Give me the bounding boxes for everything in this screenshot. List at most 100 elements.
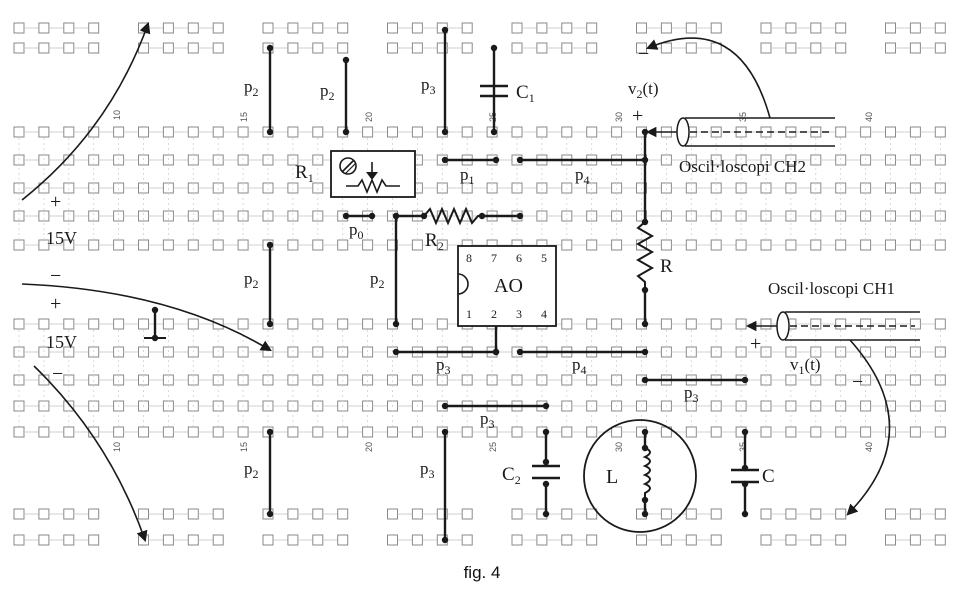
breadboard-hole bbox=[262, 534, 274, 546]
breadboard-hole bbox=[835, 42, 847, 54]
column-number: 10 bbox=[112, 110, 122, 120]
label-minus-ch1: − bbox=[852, 371, 863, 393]
wire-endpoint bbox=[641, 320, 649, 328]
breadboard-hole bbox=[38, 126, 50, 138]
wire-endpoint bbox=[342, 56, 350, 64]
breadboard-hole bbox=[237, 126, 249, 138]
breadboard-hole bbox=[561, 508, 573, 520]
wire-endpoint bbox=[441, 128, 449, 136]
label-minus-15v: − bbox=[50, 265, 61, 287]
breadboard-hole bbox=[113, 318, 125, 330]
wire-endpoint bbox=[641, 510, 649, 518]
breadboard-hole bbox=[63, 534, 75, 546]
breadboard-hole bbox=[885, 239, 896, 251]
wire-endpoint bbox=[542, 510, 550, 518]
breadboard-hole bbox=[860, 318, 872, 330]
label-osc-ch1: Oscil·loscopi CH1 bbox=[768, 279, 895, 298]
breadboard-hole bbox=[187, 318, 199, 330]
capacitor-c1 bbox=[480, 84, 508, 98]
breadboard-hole bbox=[760, 239, 772, 251]
breadboard-hole bbox=[885, 426, 896, 438]
breadboard-hole bbox=[113, 126, 125, 138]
breadboard-hole bbox=[13, 318, 25, 330]
label-plus-ch1: + bbox=[750, 333, 761, 355]
column-number: 35 bbox=[738, 442, 748, 452]
breadboard-hole bbox=[63, 508, 75, 520]
breadboard-hole bbox=[138, 318, 149, 330]
breadboard-hole bbox=[88, 508, 100, 520]
breadboard-hole bbox=[461, 126, 473, 138]
label-plus-15v-lower: + bbox=[50, 293, 61, 315]
breadboard-hole bbox=[785, 42, 797, 54]
breadboard-hole bbox=[38, 22, 50, 34]
breadboard-hole bbox=[835, 22, 847, 34]
breadboard-hole bbox=[934, 126, 946, 138]
figure-caption: fig. 4 bbox=[463, 563, 501, 582]
column-number: 35 bbox=[738, 112, 748, 122]
breadboard-hole bbox=[885, 22, 896, 34]
breadboard-hole bbox=[337, 239, 349, 251]
breadboard-hole bbox=[88, 318, 100, 330]
breadboard-hole bbox=[212, 426, 224, 438]
breadboard-hole bbox=[38, 318, 50, 330]
breadboard-hole bbox=[88, 22, 100, 34]
label-r: R bbox=[660, 256, 673, 277]
wire-endpoint bbox=[266, 510, 274, 518]
wire-endpoint bbox=[342, 212, 350, 220]
oscilloscope-probe-ch1 bbox=[745, 311, 920, 341]
wire-endpoint bbox=[542, 480, 550, 488]
breadboard-hole bbox=[860, 239, 872, 251]
breadboard-hole bbox=[934, 210, 946, 222]
labels: p2 p2 p3 C1 v2(t) − + Oscil·loscopi CH2 … bbox=[46, 43, 895, 488]
wire-endpoint bbox=[441, 156, 449, 164]
breadboard-hole bbox=[13, 426, 25, 438]
breadboard-hole bbox=[287, 239, 299, 251]
breadboard-hole bbox=[885, 534, 896, 546]
column-number: 40 bbox=[864, 442, 874, 452]
label-ao: AO bbox=[494, 275, 523, 297]
breadboard-hole bbox=[909, 42, 921, 54]
breadboard-hole bbox=[760, 22, 772, 34]
wire-endpoints bbox=[151, 26, 749, 544]
wire-endpoint bbox=[641, 428, 649, 436]
breadboard-hole bbox=[835, 534, 847, 546]
breadboard-hole bbox=[660, 534, 672, 546]
breadboard-hole bbox=[536, 22, 548, 34]
breadboard-hole bbox=[885, 318, 896, 330]
capacitor-c2 bbox=[532, 464, 560, 480]
wire-endpoint bbox=[392, 212, 400, 220]
breadboard-hole bbox=[337, 318, 349, 330]
breadboard-hole bbox=[287, 126, 299, 138]
breadboard-hole bbox=[636, 22, 647, 34]
wire-endpoint bbox=[641, 348, 649, 356]
breadboard-hole bbox=[312, 126, 324, 138]
breadboard-hole bbox=[685, 426, 697, 438]
breadboard-hole bbox=[934, 22, 946, 34]
breadboard-hole bbox=[710, 508, 722, 520]
breadboard-hole bbox=[511, 42, 523, 54]
breadboard-hole bbox=[561, 426, 573, 438]
breadboard-hole bbox=[710, 426, 722, 438]
breadboard-hole bbox=[138, 508, 149, 520]
wire-endpoint bbox=[392, 320, 400, 328]
label-p3-low: p3 bbox=[480, 409, 495, 431]
label-v2: v2(t) bbox=[628, 79, 659, 101]
breadboard-hole bbox=[162, 318, 174, 330]
breadboard-hole bbox=[312, 426, 324, 438]
wire-endpoint bbox=[368, 212, 376, 220]
breadboard-hole bbox=[810, 318, 822, 330]
breadboard-hole bbox=[511, 22, 523, 34]
breadboard-hole bbox=[88, 239, 100, 251]
breadboard-hole bbox=[934, 534, 946, 546]
breadboard-hole bbox=[13, 239, 25, 251]
breadboard-hole bbox=[287, 534, 299, 546]
breadboard-hole bbox=[63, 126, 75, 138]
arrow-15v-common bbox=[21, 283, 272, 352]
inductor-l bbox=[583, 419, 697, 533]
breadboard-hole bbox=[810, 534, 822, 546]
breadboard-hole bbox=[411, 508, 423, 520]
breadboard-hole bbox=[237, 318, 249, 330]
label-p2-bottom: p2 bbox=[244, 459, 259, 481]
breadboard-hole bbox=[810, 239, 822, 251]
